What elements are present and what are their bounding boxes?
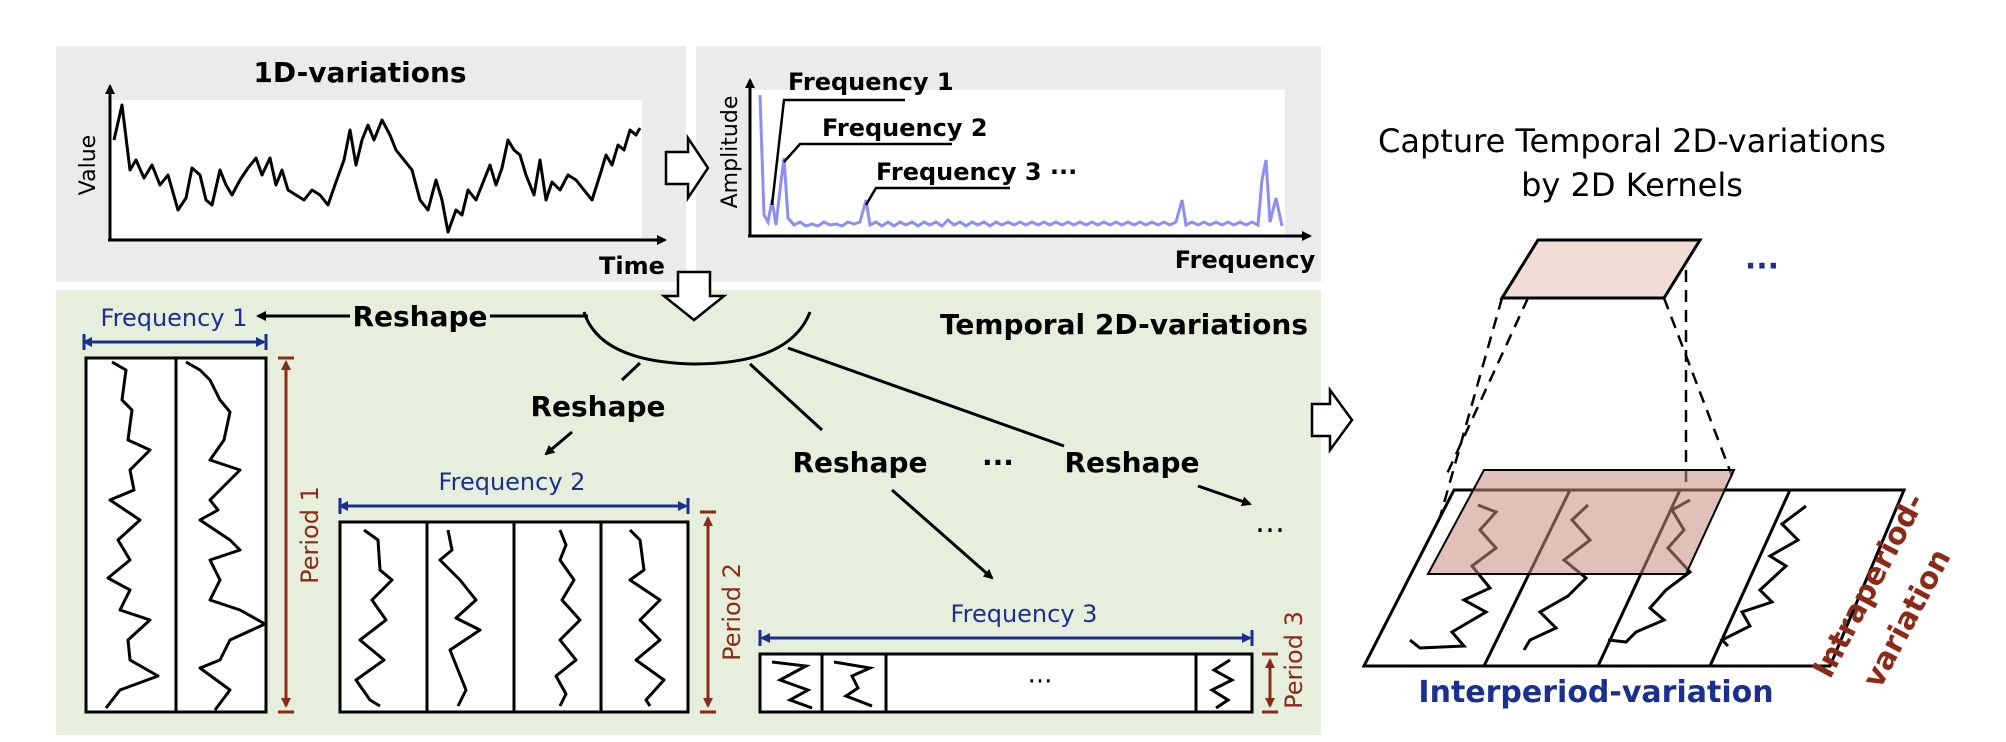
grid-freq3-ellipsis: ··· [1028,667,1053,697]
freq1-label: Frequency 1 [101,304,248,332]
kernel-top [1499,238,1703,300]
reshape-arrow-3-top [748,362,824,432]
fft-label-frequency-1: Frequency 1 [788,68,954,96]
grid-freq2-col3-wave [554,529,582,707]
reshape-hub-arc [582,311,812,366]
interperiod-label: Interperiod-variation [1418,675,1773,710]
axis-1d-ylabel: Value [76,135,101,195]
panel-2d-title: Temporal 2D-variations [940,308,1308,341]
grid-freq3-col1-wave [771,660,813,710]
axis-fft-xlabel: Frequency [1175,246,1316,274]
grid-freq3-col2-wave [833,660,876,708]
period1-label: Period 1 [296,486,324,584]
kernel-ellipsis: ··· [1745,249,1779,284]
timeseries-line [112,103,642,234]
arrow-down-to-2d [660,270,728,322]
grid-freq2-col2-wave [438,529,482,707]
reshape-arrow-2 [544,430,573,456]
reshape-arrow-2-stub [620,361,642,382]
axis-1d-xlabel: Time [599,252,665,280]
kernel-grid-div3 [1708,489,1792,667]
projection-line-1 [1444,297,1530,477]
arrow-1d-to-fft [664,133,710,203]
plot-1d-area [110,100,642,238]
reshape-label-4: Reshape [1064,446,1199,479]
panel-1d-title: 1D-variations [253,56,466,89]
period3-label: Period 3 [1280,611,1308,709]
dots-ellipsis: … [1255,505,1285,540]
reshape-arrow-4-top [787,346,1065,448]
period2-label: Period 2 [718,563,746,661]
axis-fft-ylabel: Amplitude [718,96,743,209]
projection-line-3 [1422,297,1504,575]
freq1-leader [770,98,905,206]
freq2-leader [783,142,952,163]
kernel-window [1426,469,1736,575]
grid-freq2-col1-wave [354,528,394,708]
arrow-2d-to-kernel [1310,386,1354,454]
grid-freq1-col2-wave [185,360,267,711]
freq2-label: Frequency 2 [439,468,586,496]
fft-label-frequency-2: Frequency 2 [822,114,988,142]
plot-fft-area [750,90,1285,238]
kernel-title-line2: by 2D Kernels [1521,166,1743,204]
reshape-label-2: Reshape [530,390,665,423]
reshape-label-1: Reshape [352,300,487,333]
freq3-leader [864,186,1010,206]
kernel-grid-wave-4 [1719,504,1807,648]
reshape-label-3: Reshape [792,446,927,479]
grid-freq3 [758,652,1254,714]
reshape-arrow-4 [1197,484,1252,507]
reshape-ellipsis: ··· [982,446,1014,479]
fft-label-frequency-3: Frequency 3 ··· [876,158,1077,186]
reshape-arrow-3 [891,488,994,580]
grid-freq3-col3-wave [1208,658,1236,710]
kernel-title-line1: Capture Temporal 2D-variations [1378,122,1886,160]
grid-freq1-col1-wave [104,360,160,709]
spectrum-line [758,94,1284,228]
grid-freq2-col4-wave [628,528,666,707]
freq3-label: Frequency 3 [951,600,1098,628]
projection-line-2 [1662,297,1734,477]
